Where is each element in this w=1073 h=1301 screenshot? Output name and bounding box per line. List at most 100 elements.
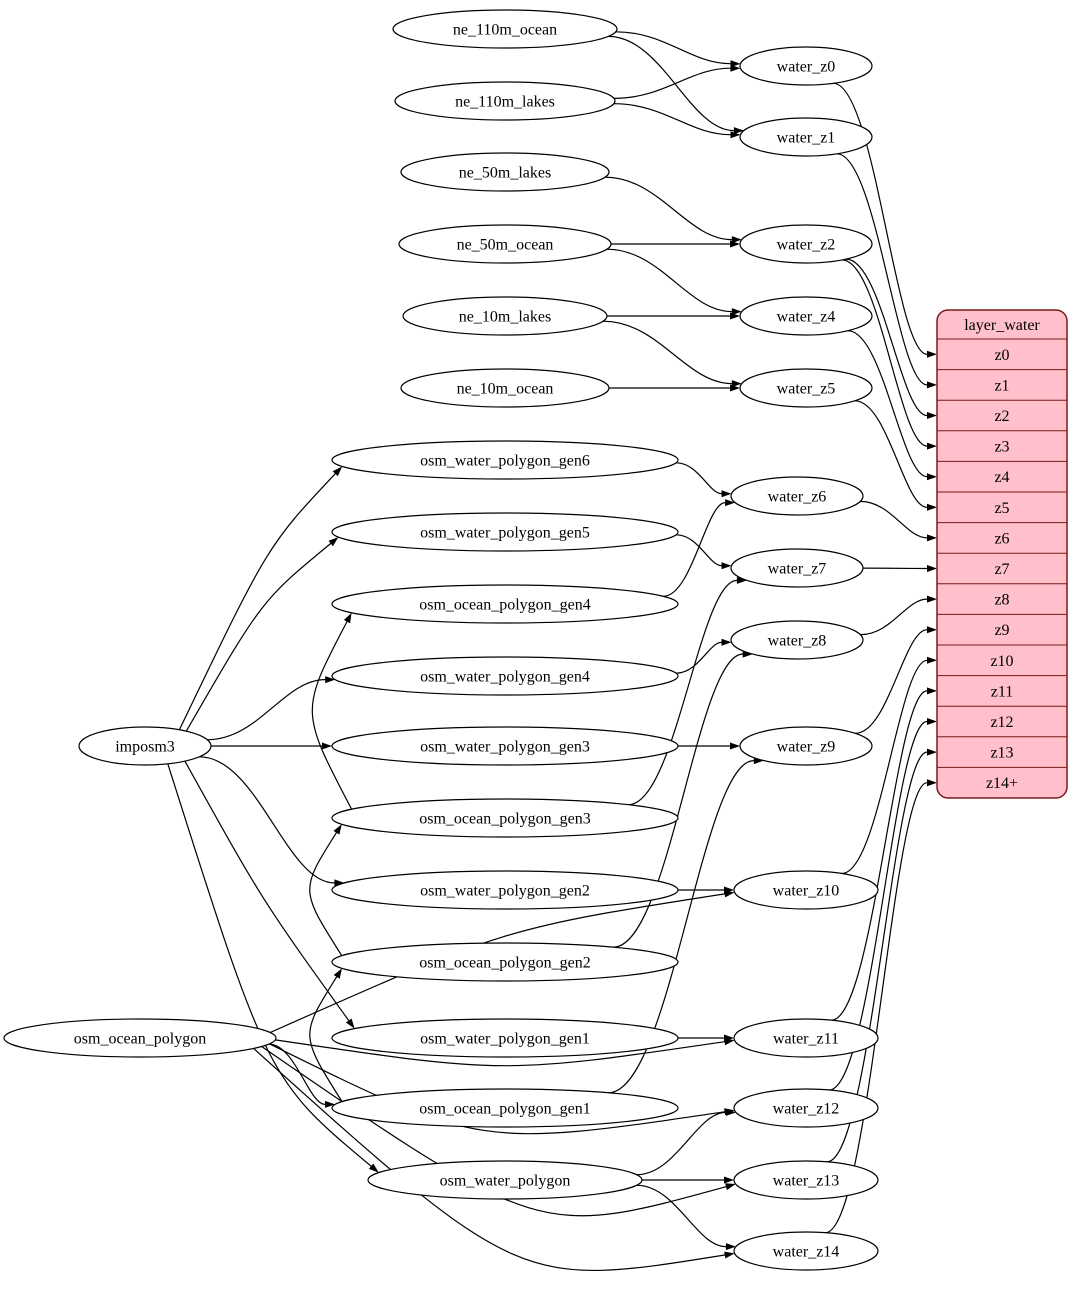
arrowhead-osm_ocean_polygon-to-water_z14 bbox=[724, 1252, 734, 1259]
node-label-water_z0: water_z0 bbox=[777, 59, 836, 76]
node-label-ne_10m_ocean: ne_10m_ocean bbox=[457, 381, 554, 398]
node-water_z14: water_z14 bbox=[734, 1232, 878, 1270]
node-water_z10: water_z10 bbox=[734, 871, 878, 909]
record-row-z7: z7 bbox=[994, 561, 1009, 578]
node-label-osm_ocean_polygon_gen2: osm_ocean_polygon_gen2 bbox=[419, 955, 591, 972]
arrowhead-water_z14-to-z14+ bbox=[927, 779, 937, 786]
node-label-water_z12: water_z12 bbox=[773, 1101, 840, 1118]
node-water_z1: water_z1 bbox=[740, 118, 872, 156]
node-osm_water_polygon_gen4: osm_water_polygon_gen4 bbox=[332, 657, 678, 695]
node-osm_ocean_polygon: osm_ocean_polygon bbox=[4, 1019, 276, 1057]
edge-ne_110m_lakes-to-water_z0 bbox=[614, 68, 731, 98]
edge-osm_ocean_polygon-to-water_z14 bbox=[254, 1048, 725, 1270]
node-water_z11: water_z11 bbox=[734, 1019, 878, 1057]
node-label-water_z9: water_z9 bbox=[777, 739, 836, 756]
node-label-osm_water_polygon_gen4: osm_water_polygon_gen4 bbox=[420, 669, 590, 686]
arrowhead-water_z2-to-z2 bbox=[927, 412, 937, 419]
arrowhead-osm_water_polygon_gen6-to-water_z6 bbox=[722, 490, 732, 497]
node-water_z0: water_z0 bbox=[740, 47, 872, 85]
record-row-z5: z5 bbox=[994, 500, 1009, 517]
edge-osm_water_polygon-to-water_z14 bbox=[637, 1185, 726, 1246]
edge-osm_ocean_polygon_gen4-to-water_z6 bbox=[663, 503, 725, 597]
node-label-ne_50m_ocean: ne_50m_ocean bbox=[457, 237, 554, 254]
node-osm_water_polygon_gen2: osm_water_polygon_gen2 bbox=[332, 871, 678, 909]
edge-ne_50m_ocean-to-water_z4 bbox=[607, 249, 732, 311]
arrowhead-osm_ocean_polygon_gen2-to-osm_ocean_polygon_gen3 bbox=[334, 824, 342, 834]
record-row-z6: z6 bbox=[994, 530, 1009, 547]
node-water_z13: water_z13 bbox=[734, 1161, 878, 1199]
node-osm_ocean_polygon_gen3: osm_ocean_polygon_gen3 bbox=[332, 799, 678, 837]
record-row-z13: z13 bbox=[990, 745, 1013, 762]
arrowhead-water_z6-to-z6 bbox=[927, 534, 937, 541]
edge-water_z4-to-z4 bbox=[848, 331, 927, 477]
node-ne_50m_lakes: ne_50m_lakes bbox=[401, 153, 609, 191]
edge-ne_10m_lakes-to-water_z5 bbox=[603, 321, 732, 383]
node-label-water_z2: water_z2 bbox=[777, 237, 836, 254]
record-layer-water: layer_waterz0z1z2z3z4z5z6z7z8z9z10z11z12… bbox=[937, 310, 1067, 798]
node-osm_ocean_polygon_gen4: osm_ocean_polygon_gen4 bbox=[332, 585, 678, 623]
arrowhead-water_z4-to-z4 bbox=[927, 473, 937, 480]
node-label-osm_water_polygon_gen6: osm_water_polygon_gen6 bbox=[420, 453, 590, 470]
node-imposm3: imposm3 bbox=[79, 727, 211, 765]
node-water_z2: water_z2 bbox=[740, 225, 872, 263]
node-ne_110m_lakes: ne_110m_lakes bbox=[395, 82, 615, 120]
node-label-ne_110m_lakes: ne_110m_lakes bbox=[455, 94, 555, 111]
edge-water_z8-to-z8 bbox=[860, 599, 927, 635]
record-title: layer_water bbox=[964, 317, 1040, 334]
node-ne_110m_ocean: ne_110m_ocean bbox=[393, 10, 617, 48]
node-water_z8: water_z8 bbox=[731, 621, 863, 659]
node-water_z5: water_z5 bbox=[740, 369, 872, 407]
node-label-water_z11: water_z11 bbox=[773, 1031, 839, 1048]
node-label-water_z14: water_z14 bbox=[773, 1244, 840, 1261]
node-label-osm_water_polygon_gen3: osm_water_polygon_gen3 bbox=[420, 739, 590, 756]
record-row-z2: z2 bbox=[994, 408, 1009, 425]
edge-imposm3-to-osm_water_polygon_gen6 bbox=[179, 474, 335, 730]
edge-water_z10-to-z10 bbox=[842, 660, 927, 873]
node-osm_water_polygon_gen3: osm_water_polygon_gen3 bbox=[332, 727, 678, 765]
node-label-ne_50m_lakes: ne_50m_lakes bbox=[459, 165, 551, 182]
arrowhead-water_z7-to-z7 bbox=[927, 565, 937, 572]
edge-imposm3-to-osm_water_polygon_gen2 bbox=[199, 757, 334, 883]
arrowhead-osm_water_polygon-to-water_z13 bbox=[724, 1177, 734, 1184]
arrowhead-water_z13-to-z13 bbox=[927, 749, 937, 756]
edge-water_z6-to-z6 bbox=[860, 501, 927, 538]
arrowhead-osm_ocean_polygon-to-water_z11 bbox=[724, 1038, 734, 1045]
node-ne_10m_lakes: ne_10m_lakes bbox=[403, 297, 607, 335]
node-label-water_z13: water_z13 bbox=[773, 1173, 840, 1190]
record-row-z0: z0 bbox=[994, 347, 1009, 364]
node-osm_ocean_polygon_gen2: osm_ocean_polygon_gen2 bbox=[332, 943, 678, 981]
node-water_z12: water_z12 bbox=[734, 1089, 878, 1127]
node-label-osm_ocean_polygon_gen1: osm_ocean_polygon_gen1 bbox=[419, 1101, 591, 1118]
node-label-imposm3: imposm3 bbox=[115, 739, 175, 756]
node-label-ne_110m_ocean: ne_110m_ocean bbox=[453, 22, 557, 39]
node-label-water_z4: water_z4 bbox=[777, 309, 836, 326]
record-row-z12: z12 bbox=[990, 714, 1013, 731]
edge-ne_50m_lakes-to-water_z2 bbox=[605, 177, 732, 239]
node-osm_water_polygon_gen6: osm_water_polygon_gen6 bbox=[332, 441, 678, 479]
node-water_z4: water_z4 bbox=[740, 297, 872, 335]
node-label-osm_water_polygon_gen5: osm_water_polygon_gen5 bbox=[420, 525, 590, 542]
arrowhead-water_z9-to-z9 bbox=[927, 626, 937, 633]
arrowhead-water_z0-to-z0 bbox=[927, 351, 937, 358]
record-row-z8: z8 bbox=[994, 592, 1009, 609]
node-label-osm_ocean_polygon_gen4: osm_ocean_polygon_gen4 bbox=[419, 597, 591, 614]
record-row-z11: z11 bbox=[991, 683, 1014, 700]
edge-osm_water_polygon_gen6-to-water_z6 bbox=[676, 463, 721, 494]
edge-water_z5-to-z5 bbox=[855, 401, 927, 508]
edge-imposm3-to-osm_water_polygon_gen4 bbox=[207, 680, 325, 740]
arrowhead-osm_ocean_polygon-to-water_z10 bbox=[724, 891, 735, 898]
arrowhead-osm_water_polygon_gen5-to-water_z7 bbox=[722, 562, 732, 569]
record-row-z3: z3 bbox=[994, 439, 1009, 456]
node-label-osm_ocean_polygon_gen3: osm_ocean_polygon_gen3 bbox=[419, 811, 591, 828]
edge-ne_110m_ocean-to-water_z0 bbox=[616, 32, 731, 64]
arrowhead-imposm3-to-osm_water_polygon_gen1 bbox=[346, 1019, 355, 1029]
arrowhead-water_z2-to-z3 bbox=[927, 443, 937, 450]
record-row-z10: z10 bbox=[990, 653, 1013, 670]
node-label-water_z5: water_z5 bbox=[777, 381, 836, 398]
node-label-water_z1: water_z1 bbox=[777, 130, 836, 147]
edge-osm_water_polygon_gen5-to-water_z7 bbox=[676, 535, 721, 566]
node-label-osm_water_polygon: osm_water_polygon bbox=[440, 1173, 571, 1190]
arrowhead-osm_water_polygon_gen4-to-water_z8 bbox=[722, 639, 732, 646]
